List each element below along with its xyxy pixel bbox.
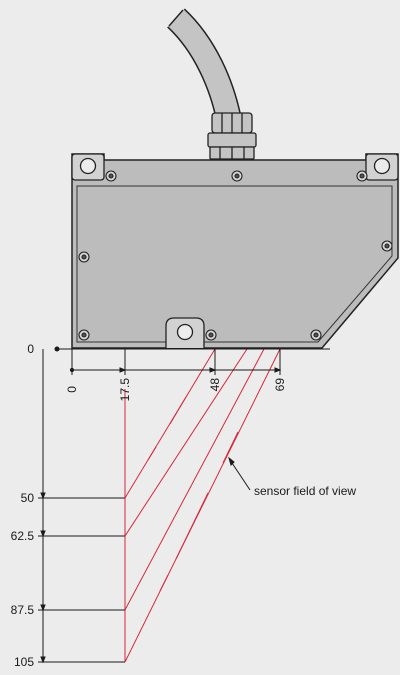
- screw-icon: [78, 170, 393, 341]
- sensor-housing: [71, 153, 399, 349]
- dim-label-v-87-5: 87.5: [11, 603, 35, 617]
- vertical-dimension: [38, 349, 125, 664]
- dim-label-v-0: 0: [27, 342, 34, 356]
- dim-label-0: 0: [65, 386, 79, 393]
- dim-label-v-105: 105: [14, 655, 34, 669]
- sensor-field-of-view-label: sensor field of view: [254, 484, 356, 498]
- dim-label-48: 48: [208, 378, 222, 392]
- fov-dash: [222, 431, 239, 464]
- fov-line-inner-near: [124, 348, 248, 537]
- dim-label-v-62-5: 62.5: [11, 529, 35, 543]
- mounting-lug-icon: [71, 153, 399, 181]
- cable-icon: [166, 8, 242, 123]
- fov-annotation-leader: [228, 456, 251, 491]
- cable-gland-icon: [207, 112, 257, 160]
- fov-dash: [159, 574, 169, 592]
- fov-dash: [147, 446, 157, 461]
- horizontal-dimension: [54, 346, 330, 375]
- fov-line-inner-far: [124, 348, 265, 611]
- fov-dash: [169, 396, 187, 425]
- mounting-lug-icon: [165, 317, 205, 348]
- field-of-view-lines: [124, 348, 281, 663]
- dim-label-69: 69: [273, 378, 287, 392]
- fov-dash: [175, 492, 209, 560]
- dim-label-v-50: 50: [21, 491, 35, 505]
- dim-label-17-5: 17.5: [118, 378, 132, 402]
- fov-line-outer-far: [124, 348, 281, 663]
